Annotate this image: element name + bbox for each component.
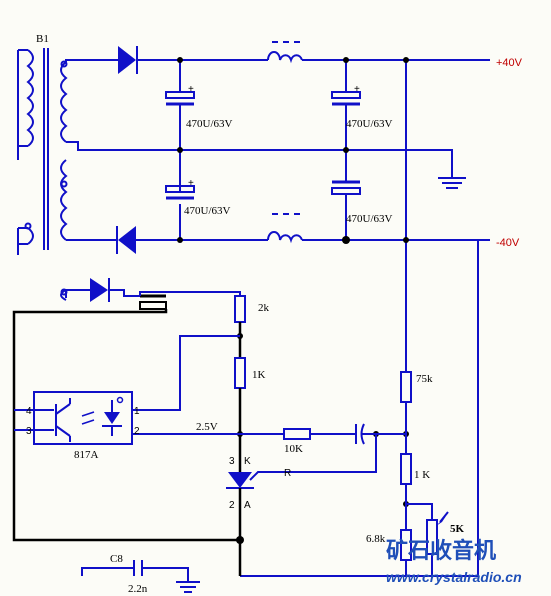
watermark-url: www.crystalradio.cn (386, 569, 522, 585)
label-r-75k: 75k (416, 373, 433, 385)
capacitor-top-right: + (331, 84, 361, 106)
label-tl431-pin3: 3 (229, 456, 235, 467)
label-r-6k8: 6.8k (366, 533, 386, 545)
label-cap-top-left: 470U/63V (186, 118, 233, 130)
label-tl431-pin2: 2 (229, 500, 235, 511)
svg-text:+: + (188, 84, 194, 95)
capacitor-bottom-left: + (165, 178, 195, 200)
label-r-10k: 10K (284, 443, 303, 455)
inductor-bottom (267, 213, 303, 244)
wiring-feedback (12, 289, 449, 593)
transformer-b1 (17, 48, 68, 301)
label-c8: C8 (110, 553, 123, 565)
junction-dots (177, 57, 409, 544)
label-r-1k-right: 1 K (414, 469, 430, 481)
watermark-cn: 矿石收音机 (386, 538, 496, 564)
label-r-2k: 2k (258, 302, 270, 314)
label-opto-pin1: 1 (134, 406, 140, 417)
capacitor-bottom-right (331, 180, 361, 195)
label-minus-40v: -40V (496, 237, 520, 249)
label-cap-bot-left: 470U/63V (184, 205, 231, 217)
label-opto-pin2: 2 (134, 426, 140, 437)
label-opto-pin4: 4 (26, 406, 32, 417)
label-b1: B1 (36, 33, 49, 45)
ground-symbol (438, 177, 466, 189)
diode-top (118, 46, 138, 74)
label-c8-value: 2.2n (128, 583, 148, 595)
label-cap-bot-right: 470U/63V (346, 213, 393, 225)
diode-bottom (116, 226, 136, 254)
label-2v5: 2.5V (196, 421, 218, 433)
label-opto-pin3: 3 (26, 426, 32, 437)
label-r-1k-left: 1K (252, 369, 266, 381)
label-tl431-a: A (244, 500, 251, 511)
svg-text:+: + (188, 178, 194, 189)
label-tl431-r: R (284, 468, 291, 479)
label-opto-817a: 817A (74, 449, 99, 461)
label-tl431-k: K (244, 456, 251, 467)
label-pot-5k: 5K (450, 523, 465, 535)
inductor-top (267, 41, 303, 64)
label-plus-40v: +40V (496, 57, 523, 69)
svg-text:+: + (354, 84, 360, 95)
label-cap-top-right: 470U/63V (346, 118, 393, 130)
diode-aux (90, 278, 110, 302)
wiring-power (65, 59, 490, 577)
optocoupler-817a (14, 391, 133, 445)
capacitor-top-left: + (165, 84, 195, 106)
